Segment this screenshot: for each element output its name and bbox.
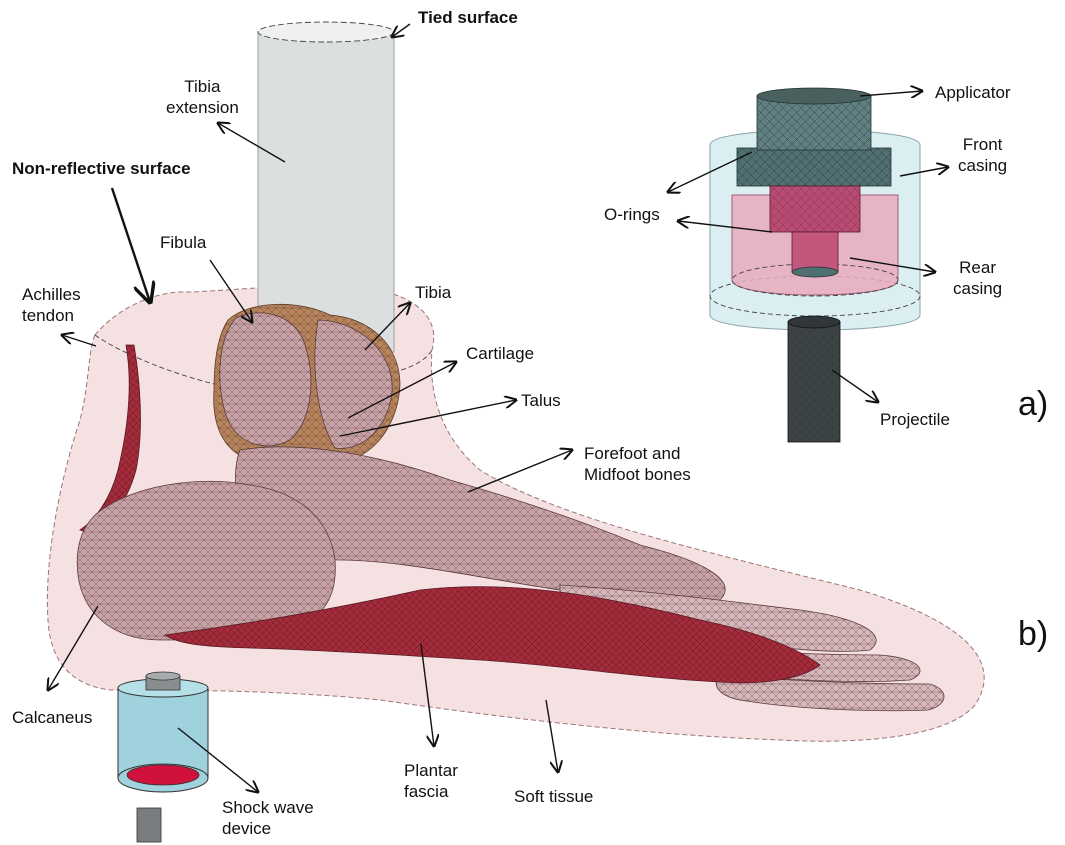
label-shock-wave-device: Shock wave device (222, 797, 314, 839)
label-talus: Talus (521, 390, 561, 411)
label-tibia-extension: Tibia extension (166, 76, 239, 118)
label-front-casing: Front casing (958, 134, 1007, 176)
label-non-reflective-surface: Non-reflective surface (12, 158, 191, 179)
panel-label-a: a) (1018, 385, 1048, 424)
label-fibula: Fibula (160, 232, 206, 253)
label-projectile: Projectile (880, 409, 950, 430)
label-o-rings: O-rings (604, 204, 660, 225)
tibia-extension-cylinder (258, 22, 394, 352)
label-tied-surface: Tied surface (418, 7, 518, 28)
label-soft-tissue: Soft tissue (514, 786, 593, 807)
label-plantar-fascia: Plantar fascia (404, 760, 458, 802)
shock-wave-device-shape (118, 672, 208, 842)
label-rear-casing: Rear casing (953, 257, 1002, 299)
fibula-bone-shape (220, 313, 311, 446)
label-calcaneus: Calcaneus (12, 707, 92, 728)
label-forefoot-midfoot: Forefoot and Midfoot bones (584, 443, 691, 485)
label-cartilage: Cartilage (466, 343, 534, 364)
label-tibia: Tibia (415, 282, 451, 303)
label-achilles-tendon: Achilles tendon (22, 284, 81, 326)
panel-label-b: b) (1018, 615, 1048, 654)
label-applicator: Applicator (935, 82, 1011, 103)
